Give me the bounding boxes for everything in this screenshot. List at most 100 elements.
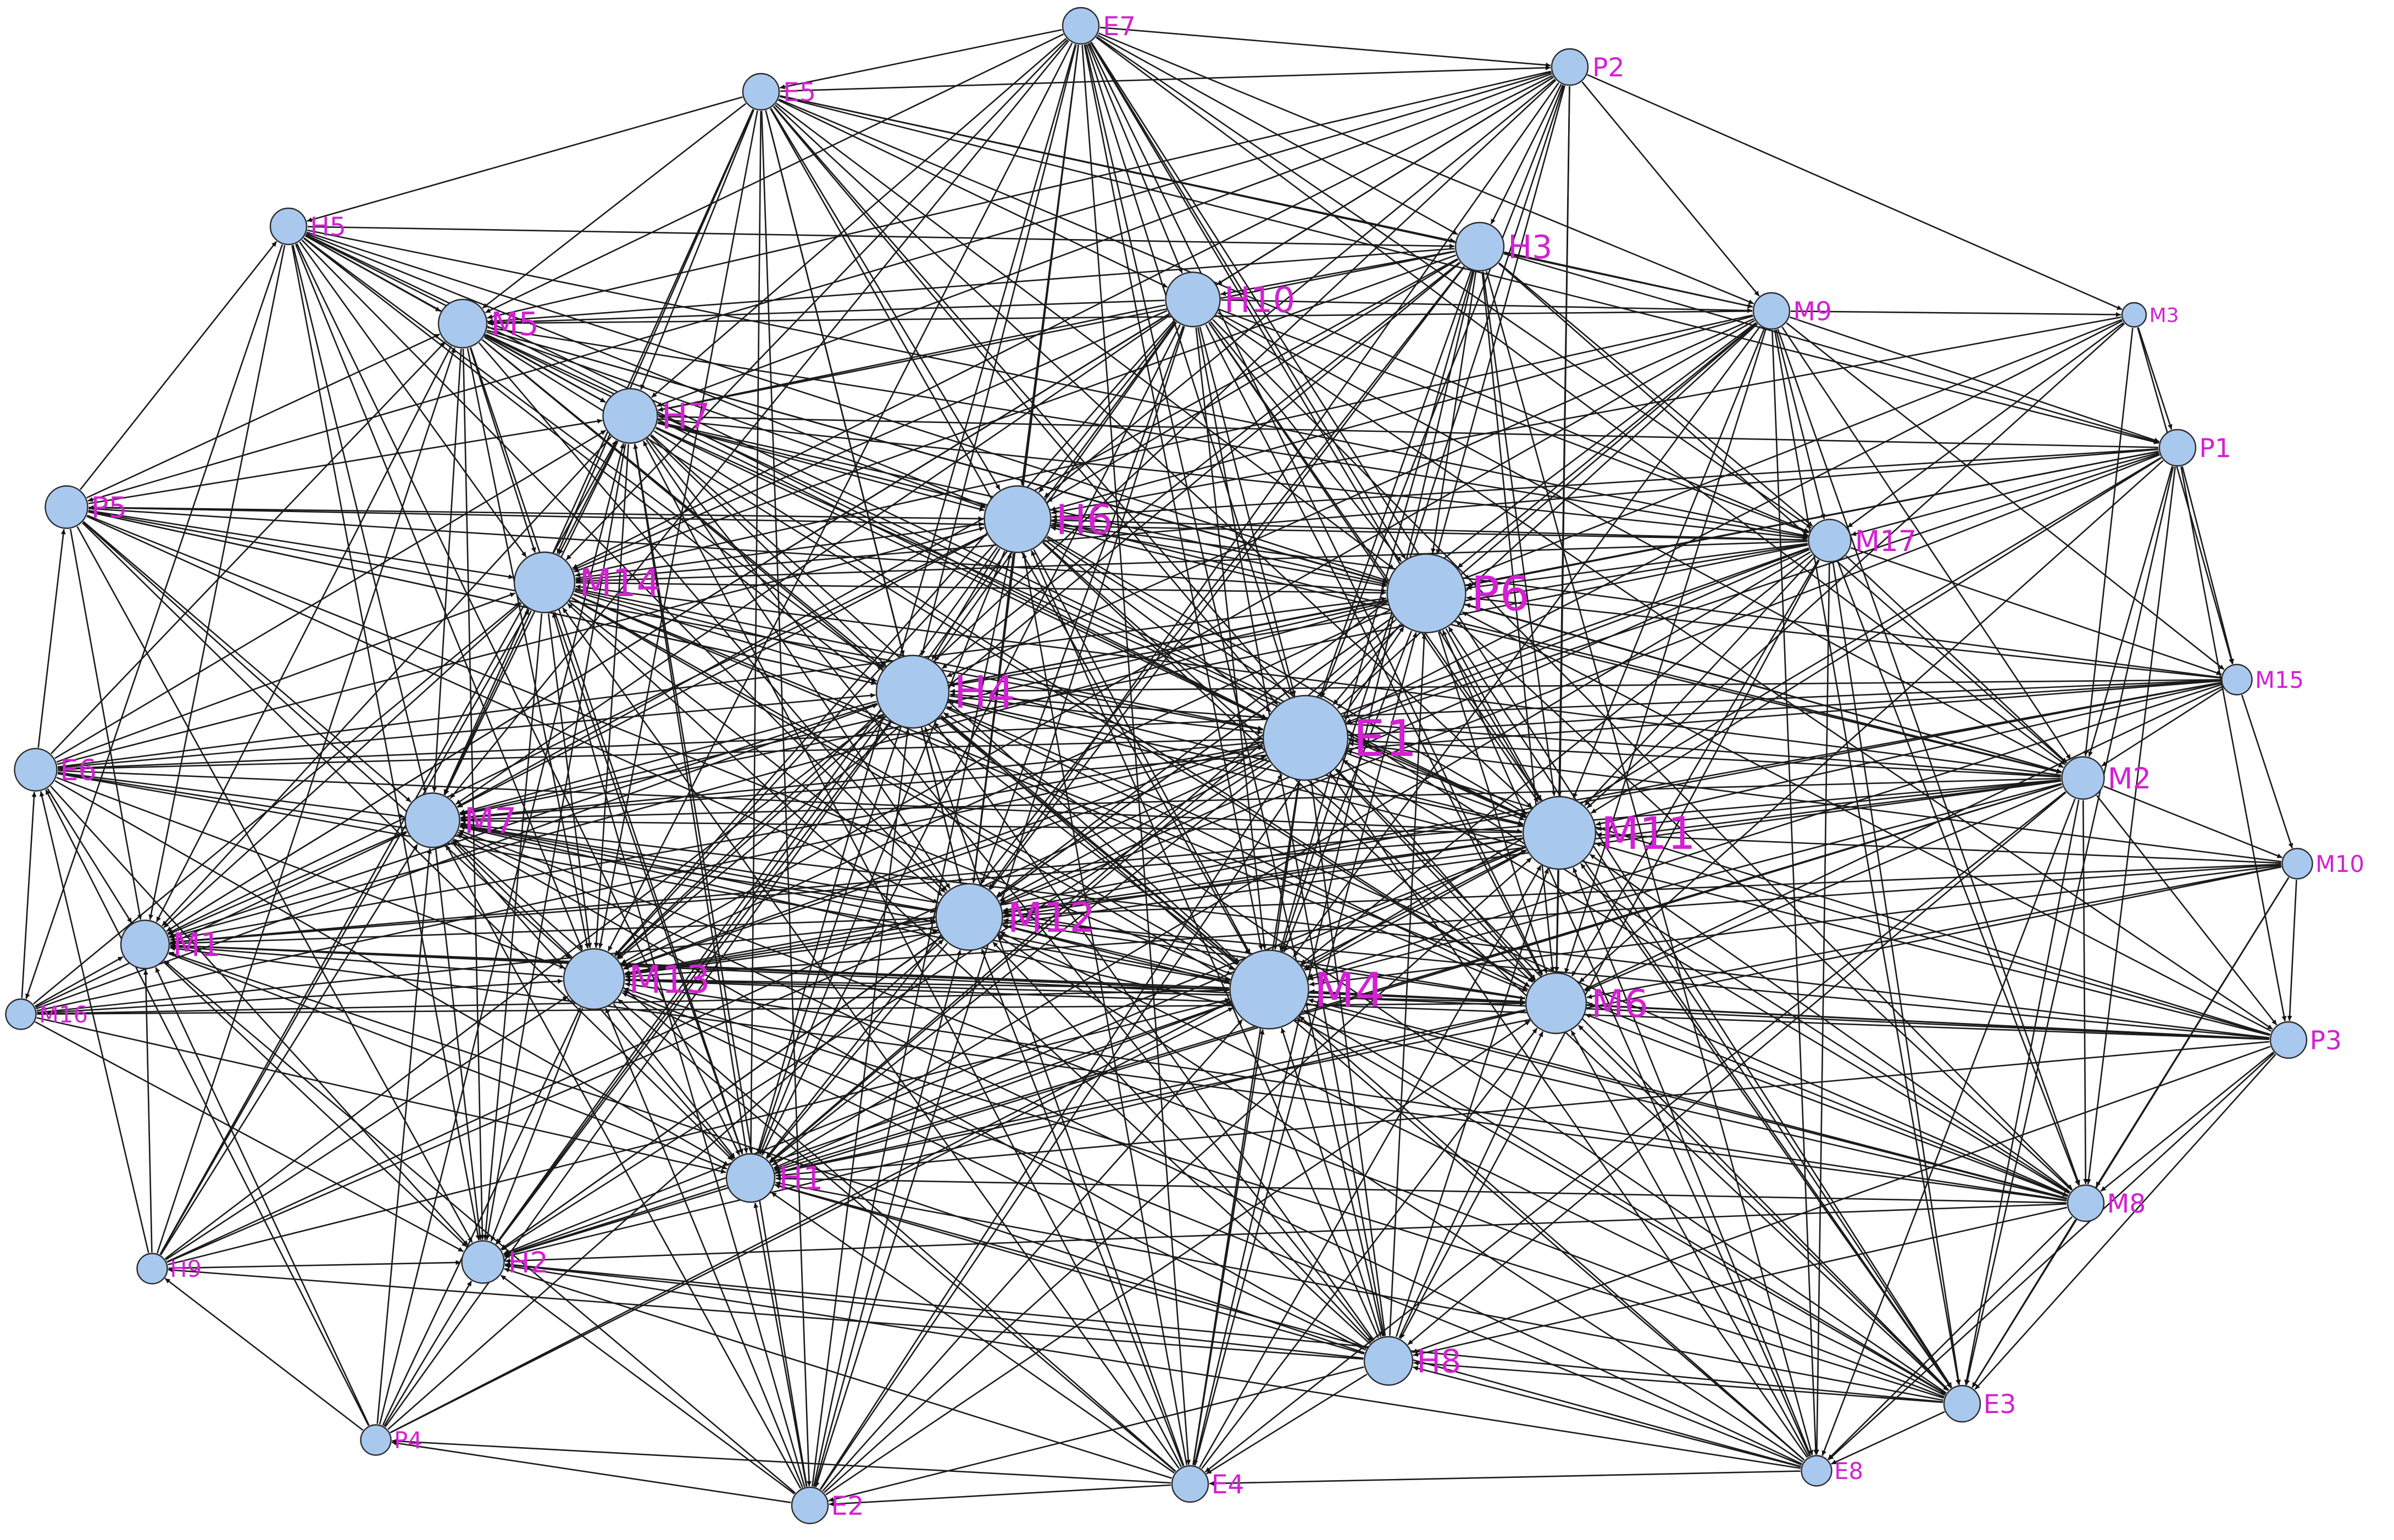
edge-E1-H2 bbox=[501, 760, 1270, 1251]
node-label-H3: H3 bbox=[1508, 229, 1552, 266]
node-M12[interactable] bbox=[935, 883, 1003, 951]
edge-H8-H1 bbox=[774, 1183, 1365, 1355]
node-H1[interactable] bbox=[725, 1153, 776, 1203]
edge-M5-H6 bbox=[486, 331, 986, 509]
node-H5[interactable] bbox=[269, 207, 308, 246]
edge-M11-M4 bbox=[1304, 850, 1527, 971]
node-label-E5: E5 bbox=[783, 77, 816, 108]
node-M7[interactable] bbox=[404, 792, 460, 848]
edge-H9-M13 bbox=[165, 996, 569, 1260]
node-H8[interactable] bbox=[1363, 1336, 1414, 1386]
edge-H10-H7 bbox=[658, 304, 1165, 412]
node-P6[interactable] bbox=[1386, 553, 1467, 633]
edge-H4-M12 bbox=[921, 727, 962, 884]
edge-E7-E3 bbox=[1090, 41, 1953, 1388]
node-E2[interactable] bbox=[791, 1486, 829, 1525]
node-E5[interactable] bbox=[742, 73, 780, 111]
node-M16[interactable] bbox=[5, 998, 37, 1030]
edge-H9-H2 bbox=[168, 1260, 461, 1269]
node-M13[interactable] bbox=[563, 948, 625, 1010]
node-M4[interactable] bbox=[1229, 949, 1309, 1030]
node-label-E7: E7 bbox=[1103, 12, 1136, 42]
edge-M9-E8 bbox=[1771, 330, 1819, 1455]
node-E7[interactable] bbox=[1062, 7, 1100, 45]
edge-P1-H7 bbox=[658, 414, 2159, 448]
edge-H3-E1 bbox=[1319, 270, 1472, 697]
edge-E1-M13 bbox=[623, 751, 1265, 970]
edge-E2-H2 bbox=[500, 1275, 795, 1495]
edge-E4-M11 bbox=[1199, 865, 1542, 1468]
node-H3[interactable] bbox=[1454, 221, 1505, 272]
edge-P4-H9 bbox=[164, 1277, 364, 1431]
edge-E3-H8 bbox=[1413, 1360, 1943, 1403]
node-E1[interactable] bbox=[1262, 694, 1349, 781]
node-M2[interactable] bbox=[2061, 756, 2105, 800]
edge-M15-E1 bbox=[1348, 680, 2221, 738]
edge-H5-P6 bbox=[306, 231, 1388, 582]
node-M5[interactable] bbox=[437, 298, 488, 349]
node-E4[interactable] bbox=[1171, 1465, 1209, 1503]
edge-E2-M13 bbox=[605, 1008, 803, 1488]
edge-P1-M14 bbox=[575, 448, 2159, 582]
edge-E3-M6 bbox=[1578, 1025, 1949, 1391]
edge-M3-M2 bbox=[2083, 327, 2134, 756]
edge-H5-M7 bbox=[292, 244, 427, 793]
node-P3[interactable] bbox=[2269, 1021, 2308, 1059]
edge-M14-M6 bbox=[573, 593, 1528, 992]
node-M1[interactable] bbox=[120, 919, 170, 970]
node-M14[interactable] bbox=[513, 551, 576, 614]
node-label-M13: M13 bbox=[629, 958, 710, 1002]
node-H4[interactable] bbox=[875, 654, 950, 729]
edge-H9-H4 bbox=[164, 714, 884, 1260]
node-M8[interactable] bbox=[2067, 1184, 2105, 1222]
edge-H7-M7 bbox=[444, 441, 619, 796]
node-M9[interactable] bbox=[1752, 292, 1791, 330]
edge-M17-H6 bbox=[1052, 518, 1808, 541]
edge-P1-M11 bbox=[1591, 457, 2162, 814]
node-P5[interactable] bbox=[45, 485, 88, 529]
edge-P1-H6 bbox=[1052, 448, 2159, 520]
edge-P5-M1 bbox=[69, 529, 142, 920]
node-M10[interactable] bbox=[2281, 848, 2313, 880]
edge-H3-H10 bbox=[1220, 251, 1456, 296]
node-P2[interactable] bbox=[1551, 48, 1589, 86]
node-label-M11: M11 bbox=[1601, 808, 1696, 860]
node-M17[interactable] bbox=[1808, 519, 1852, 563]
node-H9[interactable] bbox=[136, 1253, 168, 1285]
edge-H7-M12 bbox=[645, 438, 951, 889]
edge-M5-M6 bbox=[484, 336, 1530, 988]
edge-P5-M13 bbox=[82, 521, 571, 959]
node-P1[interactable] bbox=[2158, 429, 2197, 467]
edge-M14-P6 bbox=[575, 582, 1386, 596]
edge-M15-H4 bbox=[949, 679, 2221, 694]
edge-M6-H2 bbox=[504, 1010, 1526, 1258]
node-E3[interactable] bbox=[1943, 1385, 1981, 1423]
edge-H9-E6 bbox=[39, 791, 149, 1253]
edge-H7-M2 bbox=[657, 422, 2062, 774]
edge-E2-H1 bbox=[753, 1203, 808, 1487]
edge-E6-H1 bbox=[54, 780, 729, 1166]
edge-M16-M4 bbox=[37, 988, 1229, 1015]
node-H7[interactable] bbox=[602, 388, 658, 444]
node-H6[interactable] bbox=[984, 485, 1052, 553]
node-M15[interactable] bbox=[2221, 664, 2253, 696]
edge-E2-E1 bbox=[819, 774, 1283, 1490]
edge-M9-M4 bbox=[1292, 326, 1761, 958]
node-E8[interactable] bbox=[1801, 1455, 1832, 1487]
node-M3[interactable] bbox=[2121, 302, 2147, 328]
edge-P3-E3 bbox=[1974, 1054, 2276, 1390]
node-M11[interactable] bbox=[1522, 796, 1597, 870]
node-H10[interactable] bbox=[1165, 271, 1221, 327]
edge-M9-P1 bbox=[1789, 316, 2160, 443]
edge-M9-M17 bbox=[1775, 329, 1826, 520]
edge-P4-M12 bbox=[387, 939, 944, 1430]
node-P4[interactable] bbox=[360, 1424, 392, 1456]
edge-M9-M3 bbox=[1790, 310, 2121, 318]
edge-H7-M11 bbox=[656, 426, 1526, 819]
edge-P6-M4 bbox=[1283, 630, 1413, 953]
node-H2[interactable] bbox=[461, 1240, 505, 1284]
node-M6[interactable] bbox=[1525, 972, 1587, 1035]
edge-E2-H4 bbox=[812, 729, 910, 1487]
edge-H10-M6 bbox=[1205, 324, 1543, 976]
node-E6[interactable] bbox=[14, 748, 58, 792]
